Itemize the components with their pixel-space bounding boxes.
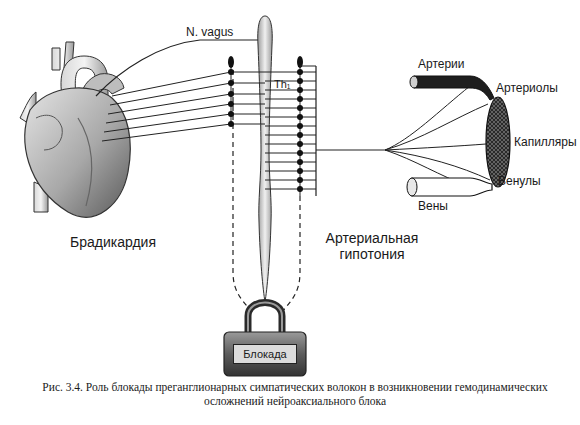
ganglion [228, 91, 234, 97]
ganglion [297, 177, 303, 183]
interventricular-groove [78, 118, 92, 206]
text-label: Th₁ [274, 78, 304, 91]
lock-label-box: Блокада [233, 344, 297, 364]
lock [224, 303, 306, 377]
ganglion [297, 168, 303, 174]
lock-shackle [248, 303, 282, 335]
sympathetic-chains [102, 56, 316, 196]
vessels [407, 76, 510, 196]
rung [265, 189, 300, 190]
heart-body [25, 88, 130, 217]
efferent-bracket [316, 66, 385, 196]
artery-lumen [410, 76, 418, 88]
ganglion [297, 150, 303, 156]
rung [231, 124, 265, 125]
text-label: Вены [418, 200, 478, 214]
lock-label: Блокада [243, 348, 286, 360]
block-outline-right [282, 70, 300, 312]
cardiac-fibre [108, 94, 231, 114]
rung [231, 72, 265, 73]
rung [265, 135, 300, 136]
ganglion [297, 132, 303, 138]
cardiac-fibre [102, 124, 231, 141]
rung [265, 162, 300, 163]
capillary-bed [486, 97, 510, 187]
vein [412, 178, 492, 196]
cardiac-fibre [110, 83, 231, 105]
fan-lines [385, 86, 490, 186]
ganglion [297, 159, 303, 165]
rung [265, 117, 300, 118]
rung [300, 66, 316, 67]
cardiac-fibre [106, 104, 231, 123]
text-label: Артериальная гипотония [312, 230, 432, 262]
vein-lumen [407, 178, 417, 196]
vagus-nerve [96, 40, 262, 96]
text-label: Артериолы [496, 82, 580, 96]
rung [265, 72, 300, 73]
ganglion [228, 80, 234, 86]
ganglion [228, 111, 234, 117]
ganglion [297, 78, 303, 84]
text-label: Капилляры [514, 136, 580, 150]
rung [265, 99, 300, 100]
rung [265, 108, 300, 109]
cardiac-fibre [104, 114, 231, 132]
text-label: Брадикардия [70, 234, 190, 250]
ganglion [297, 87, 303, 93]
ganglion [228, 101, 234, 107]
text-label: Венулы [498, 175, 568, 189]
atrium-line [36, 115, 62, 150]
heart [20, 42, 130, 217]
rung [265, 171, 300, 172]
spinal-cord [258, 16, 272, 302]
rung [265, 153, 300, 154]
ganglion [297, 96, 303, 102]
text-label: Артерии [418, 58, 488, 72]
ganglion [297, 123, 303, 129]
rung [265, 126, 300, 127]
rung [265, 144, 300, 145]
ganglion [297, 114, 303, 120]
artery [414, 76, 494, 100]
cardiac-fibre [112, 72, 231, 96]
ganglion [228, 56, 234, 68]
block-outline-left [233, 70, 252, 312]
rung [231, 114, 265, 115]
ganglion [297, 69, 303, 75]
lock-body [224, 332, 306, 376]
rung [265, 180, 300, 181]
rung [231, 94, 265, 95]
ganglion [228, 121, 234, 127]
rung [231, 104, 265, 105]
rung [231, 83, 265, 84]
ganglion [297, 105, 303, 111]
figure-caption: Рис. 3.4. Роль блокады преганглионарных … [40, 380, 550, 409]
ganglion [297, 186, 303, 192]
lock-shackle-highlight [248, 303, 282, 335]
ganglion [297, 141, 303, 147]
ganglion [228, 69, 234, 75]
text-label: N. vagus [186, 26, 256, 40]
